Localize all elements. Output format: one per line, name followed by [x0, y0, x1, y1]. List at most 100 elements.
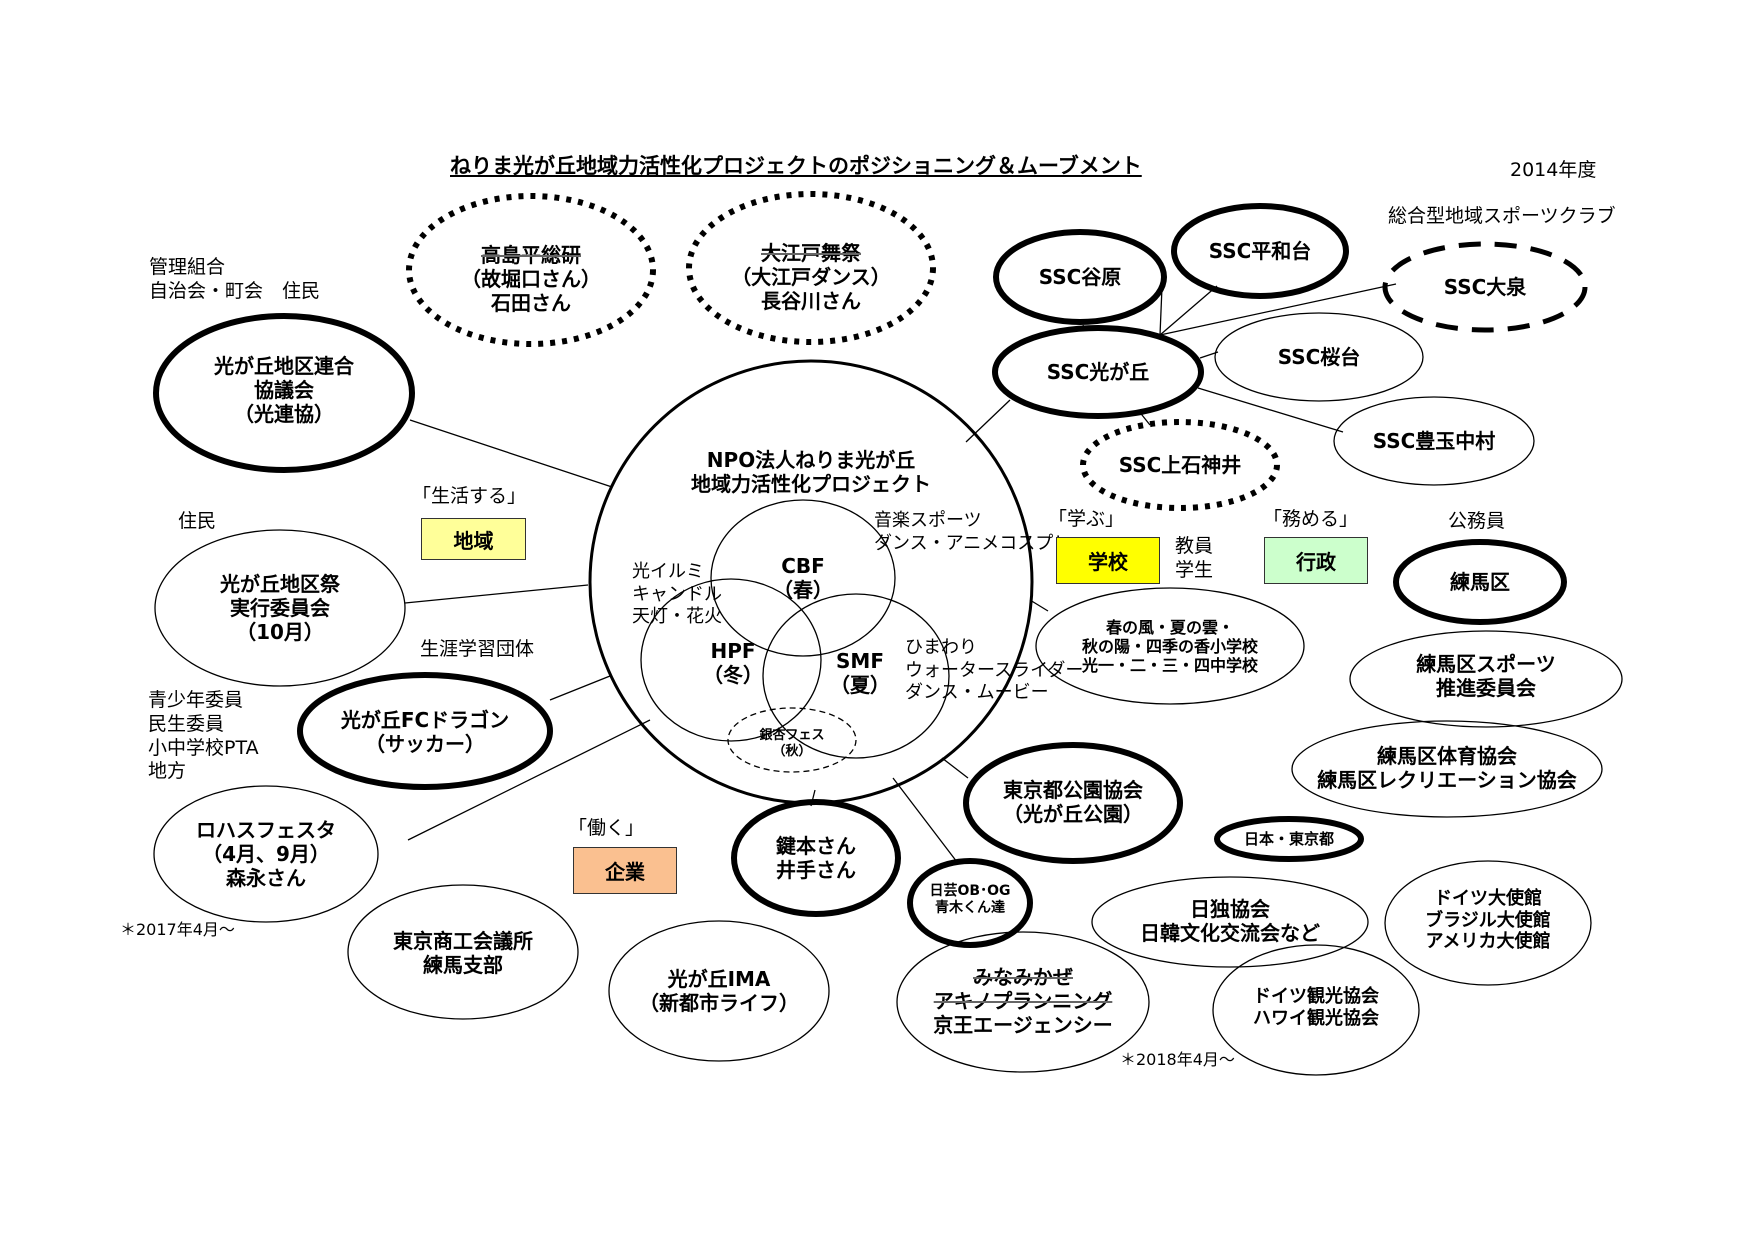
ginkgo-season: （秋） [772, 743, 812, 759]
annotation-sports-club: 総合型地域スポーツクラブ [1388, 205, 1616, 227]
node-ima-line2: （新都市ライフ） [639, 991, 799, 1015]
node-koenkyokai-line1: 東京都公園協会 [1003, 778, 1143, 802]
node-schools-line3: 光一・二・三・四中学校 [1081, 656, 1258, 676]
annotation-kanri-2: 自治会・町会 住民 [149, 279, 321, 302]
school-box: 学校 [1056, 537, 1160, 584]
node-ssc-sakuradai: SSC桜台 [1277, 345, 1361, 369]
annotation-2018: ＊2018年4月～ [1120, 1050, 1235, 1069]
node-schools: 春の風・夏の雲・ 秋の陽・四季の香小学校 光一・二・三・四中学校 [1050, 618, 1290, 676]
node-takashima-line1: 高島平総研 [481, 243, 581, 267]
ssc-yahara-ellipse [993, 229, 1167, 325]
node-nerima: 練馬区 [1450, 570, 1510, 594]
node-embassy-line1: ドイツ大使館 [1434, 888, 1542, 909]
hpf-label: HPF （冬） [693, 639, 773, 687]
node-ssc-hikarigaoka: SSC光が丘 [1046, 360, 1150, 384]
annotation-seishonen-4: 地方 [148, 760, 187, 783]
minamikaze-ellipse [896, 931, 1150, 1073]
smf-circle [762, 593, 950, 759]
annotation-seishonen: 青少年委員 民生委員 小中学校PTA 地方 [148, 689, 259, 784]
koenkyokai-ellipse [963, 742, 1183, 864]
annotation-jumin: 住民 [178, 510, 217, 532]
chikusai-ellipse [154, 529, 406, 687]
nihon-tokyo-ellipse [1214, 816, 1364, 862]
node-lohas: ロハスフェスタ （4月、9月） 森永さん [156, 818, 376, 890]
hpf-name: HPF [710, 639, 756, 663]
embassy-ellipse [1384, 860, 1592, 986]
node-nichidoku: 日独協会 日韓文化交流会など [1110, 897, 1350, 945]
hpf-notes: 光イルミ キャンドル 天灯・花火 [632, 561, 722, 629]
node-oedo-line3: 長谷川さん [761, 289, 861, 313]
node-nichidoku-line2: 日韓文化交流会など [1140, 921, 1320, 945]
annotation-seishonen-1: 青少年委員 [148, 689, 244, 711]
node-minamikaze-line2: アキノプランニング [933, 989, 1113, 1013]
node-schools-line2: 秋の陽・四季の香小学校 [1081, 637, 1258, 657]
hpf-note-3: 天灯・花火 [632, 606, 722, 627]
oedo-ellipse [686, 191, 936, 345]
ginkgo-label: 銀杏フェス （秋） [742, 728, 842, 759]
node-lohas-line2: （4月、9月） [202, 842, 330, 866]
node-shokokai: 東京商工会議所 練馬支部 [353, 929, 573, 977]
takashima-ellipse [406, 193, 656, 347]
npo-title: NPO法人ねりま光が丘 地域力活性化プロジェクト [661, 448, 961, 496]
node-nerima-sports-line2: 推進委員会 [1436, 676, 1536, 700]
node-embassy-line2: ブラジル大使館 [1425, 909, 1551, 931]
connector-lines [404, 283, 1397, 863]
node-nerima-taiiku: 練馬区体育協会 練馬区レクリエーション協会 [1307, 744, 1587, 792]
ima-ellipse [608, 920, 830, 1062]
cbf-circle [710, 499, 896, 657]
ssc-hikarigaoka-ellipse [992, 325, 1204, 419]
admin-box: 行政 [1264, 537, 1368, 584]
node-chikusai-line2: 実行委員会 [230, 596, 330, 620]
annotation-kyoin: 教員 学生 [1175, 535, 1213, 583]
annotation-2017: ＊2017年4月～ [120, 920, 235, 939]
ssc-toyotama-ellipse [1333, 396, 1535, 486]
annotation-seishonen-2: 民生委員 [148, 712, 225, 735]
nichidoku-ellipse [1091, 876, 1369, 968]
annotation-kanri-1: 管理組合 [149, 256, 226, 278]
smf-note-3: ダンス・ムービー [905, 682, 1049, 703]
ssc-sakuradai-ellipse [1214, 312, 1424, 402]
node-kanko-line1: ドイツ観光協会 [1253, 986, 1379, 1007]
node-nichigei-line1: 日芸OB･OG [929, 883, 1011, 899]
node-ssc-shakujii: SSC上石神井 [1118, 453, 1242, 477]
ssc-shakujii-ellipse [1080, 419, 1280, 511]
node-takashima-line3: 石田さん [491, 291, 571, 315]
schools-ellipse [1035, 587, 1305, 705]
shokokai-ellipse [347, 884, 579, 1020]
annotation-seishonen-3: 小中学校PTA [148, 736, 259, 759]
annotation-shogai: 生涯学習団体 [420, 638, 535, 660]
nerima-taiiku-ellipse [1291, 720, 1603, 818]
nerima-sports-ellipse [1349, 630, 1623, 728]
annotation-kyoin-2: 学生 [1175, 558, 1214, 581]
node-embassy: ドイツ大使館 ブラジル大使館 アメリカ大使館 [1398, 888, 1578, 953]
node-kagimoto-line1: 鍵本さん [776, 834, 856, 858]
smf-name: SMF [836, 649, 884, 673]
node-oedo-line1: 大江戸舞祭 [761, 241, 861, 265]
node-kanko: ドイツ観光協会 ハワイ観光協会 [1226, 986, 1406, 1029]
ssc-oizumi-ellipse [1382, 241, 1588, 333]
node-nerima-taiiku-line1: 練馬区体育協会 [1377, 744, 1517, 768]
node-fc: 光が丘FCドラゴン （サッカー） [305, 708, 545, 756]
node-chikusai: 光が丘地区祭 実行委員会 （10月） [160, 572, 400, 644]
nichigei-ellipse [907, 858, 1033, 948]
annotation-kanri: 管理組合 自治会・町会 住民 [149, 256, 320, 304]
node-lohas-line3: 森永さん [226, 866, 306, 890]
node-minamikaze-line3: 京王エージェンシー [933, 1013, 1113, 1037]
node-shokokai-line2: 練馬支部 [423, 953, 503, 977]
annotation-komuin: 公務員 [1448, 510, 1506, 532]
cbf-note-1: 音楽スポーツ [874, 510, 982, 531]
node-nichigei-line2: 青木くん達 [935, 899, 1005, 916]
node-koenkyokai: 東京都公園協会 （光が丘公園） [963, 778, 1183, 826]
node-renkyo-line3: （光連協） [234, 402, 334, 426]
node-kanko-line2: ハワイ観光協会 [1253, 1007, 1379, 1029]
smf-note-2: ウォータースライダー [905, 659, 1084, 681]
node-lohas-line1: ロハスフェスタ [196, 818, 336, 842]
school-verb: 「学ぶ」 [1048, 508, 1125, 530]
node-nerima-sports: 練馬区スポーツ 推進委員会 [1376, 652, 1596, 700]
ginkgo-circle [727, 707, 857, 773]
node-renkyo: 光が丘地区連合 協議会 （光連協） [164, 354, 404, 426]
node-ssc-yahara: SSC谷原 [1038, 265, 1122, 289]
fc-ellipse [297, 672, 553, 790]
nerima-ellipse [1393, 539, 1567, 625]
